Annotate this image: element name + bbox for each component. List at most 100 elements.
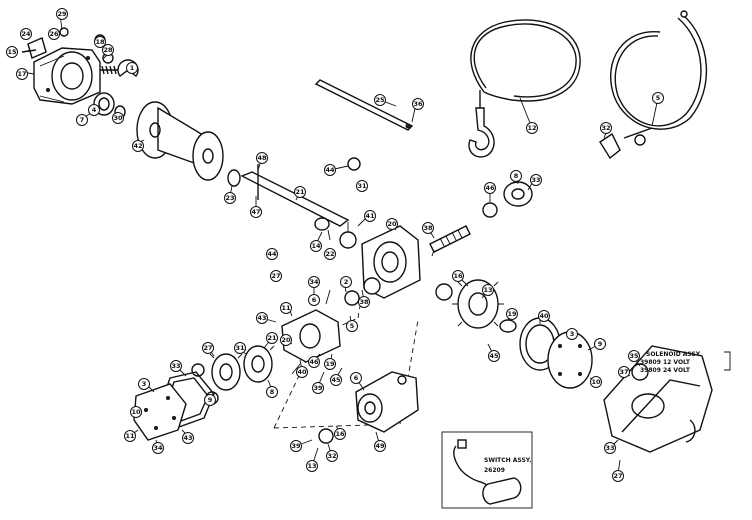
callout-39-label: 39: [291, 442, 301, 450]
solenoid-12v: 39809 12 VOLT: [640, 359, 691, 366]
callout-32: 32: [326, 450, 338, 462]
callout-6-circle: [308, 294, 320, 306]
solenoid-24v: 39809 24 VOLT: [640, 367, 691, 374]
callout-32: 32: [600, 122, 612, 134]
callout-6-circle: [350, 372, 362, 384]
callout-3: 3: [138, 378, 150, 390]
callout-2-label: 2: [344, 278, 349, 286]
callout-37-label: 37: [619, 368, 628, 376]
callout-40: 40: [296, 366, 308, 378]
callout-48-label: 48: [257, 154, 267, 162]
callout-34-circle: [308, 276, 320, 288]
callout-27-circle: [270, 270, 282, 282]
callout-45-circle: [330, 374, 342, 386]
callout-22-circle: [324, 248, 336, 260]
callout-39-circle: [290, 440, 302, 452]
callout-46: 46: [308, 356, 320, 368]
callout-36: 36: [412, 98, 424, 110]
callout-41-label: 41: [365, 212, 375, 220]
callout-11: 11: [280, 302, 292, 314]
callout-13: 13: [482, 284, 494, 296]
callout-44: 44: [266, 248, 278, 260]
spur-gear-right: [435, 279, 517, 333]
callout-9-circle: [204, 394, 216, 406]
callout-6: 6: [308, 294, 320, 306]
end-cover-right: [547, 331, 593, 389]
callout-27-circle: [612, 470, 624, 482]
callout-35-circle: [628, 350, 640, 362]
callout-31: 31: [234, 342, 246, 354]
callout-42-label: 42: [133, 142, 142, 150]
callout-18-label: 18: [95, 38, 105, 46]
callout-37: 37: [618, 366, 630, 378]
callout-14-circle: [310, 240, 322, 252]
callout-23-label: 23: [225, 194, 234, 202]
callout-20: 20: [386, 218, 398, 230]
callout-7-label: 7: [80, 116, 85, 124]
callout-34: 34: [152, 442, 164, 454]
callout-43-circle: [182, 432, 194, 444]
callout-12-circle: [526, 122, 538, 134]
callout-40-label: 40: [297, 368, 307, 376]
remote-cable: [599, 10, 708, 160]
callout-31-circle: [356, 180, 368, 192]
callout-8: 8: [510, 170, 522, 182]
callout-46: 46: [484, 182, 496, 194]
callout-8-circle: [510, 170, 522, 182]
callout-41: 41: [364, 210, 376, 222]
callout-10: 10: [590, 376, 602, 388]
callout-15: 15: [6, 46, 18, 58]
callout-17: 17: [16, 68, 28, 80]
callout-32-label: 32: [601, 124, 610, 132]
callout-43: 43: [256, 312, 268, 324]
callout-39-circle: [312, 382, 324, 394]
callout-10-circle: [130, 406, 142, 418]
callout-35-label: 35: [629, 352, 639, 360]
callout-10: 10: [130, 406, 142, 418]
callout-19: 19: [506, 308, 518, 320]
callout-27: 27: [612, 470, 624, 482]
callout-21-label: 21: [295, 188, 305, 196]
callout-27-label: 27: [271, 272, 280, 280]
cable-drum: [136, 101, 224, 181]
callout-9-circle: [594, 338, 606, 350]
callout-5-label: 5: [350, 322, 355, 330]
callout-33-circle: [170, 360, 182, 372]
callout-12-label: 12: [527, 124, 536, 132]
callout-21-circle: [294, 186, 306, 198]
callout-39-label: 39: [313, 384, 323, 392]
callout-3-circle: [138, 378, 150, 390]
callout-39: 39: [312, 382, 324, 394]
callout-5-circle: [346, 320, 358, 332]
callout-38: 38: [358, 296, 370, 308]
callout-25: 25: [374, 94, 386, 106]
callout-3-label: 3: [570, 330, 575, 338]
callout-1: 1: [126, 62, 138, 74]
callout-31-label: 31: [235, 344, 245, 352]
callout-15-label: 15: [7, 48, 17, 56]
callout-8-circle: [266, 386, 278, 398]
solenoid-label: SOLENOID ASSY. 39809 12 VOLT 39809 24 VO…: [640, 351, 701, 374]
callout-13-label: 13: [307, 462, 316, 470]
leader-lines: [21, 13, 659, 475]
callout-25-circle: [374, 94, 386, 106]
callout-37-circle: [618, 366, 630, 378]
callout-21: 21: [266, 332, 278, 344]
callout-10-label: 10: [591, 378, 601, 386]
callout-38-circle: [422, 222, 434, 234]
callout-16-label: 16: [335, 430, 345, 438]
clutch-lever: [21, 37, 47, 59]
callout-35: 35: [628, 350, 640, 362]
callout-8-label: 8: [270, 388, 275, 396]
callout-28-circle: [102, 44, 114, 56]
callout-44-label: 44: [325, 166, 335, 174]
callout-29-label: 29: [57, 10, 67, 18]
callout-32-circle: [600, 122, 612, 134]
callout-16-circle: [334, 428, 346, 440]
callout-5-label: 5: [656, 94, 661, 102]
callout-31-circle: [234, 342, 246, 354]
callout-44: 44: [324, 164, 336, 176]
callout-26-label: 26: [49, 30, 59, 38]
callout-11-circle: [124, 430, 136, 442]
callout-38-label: 38: [423, 224, 433, 232]
